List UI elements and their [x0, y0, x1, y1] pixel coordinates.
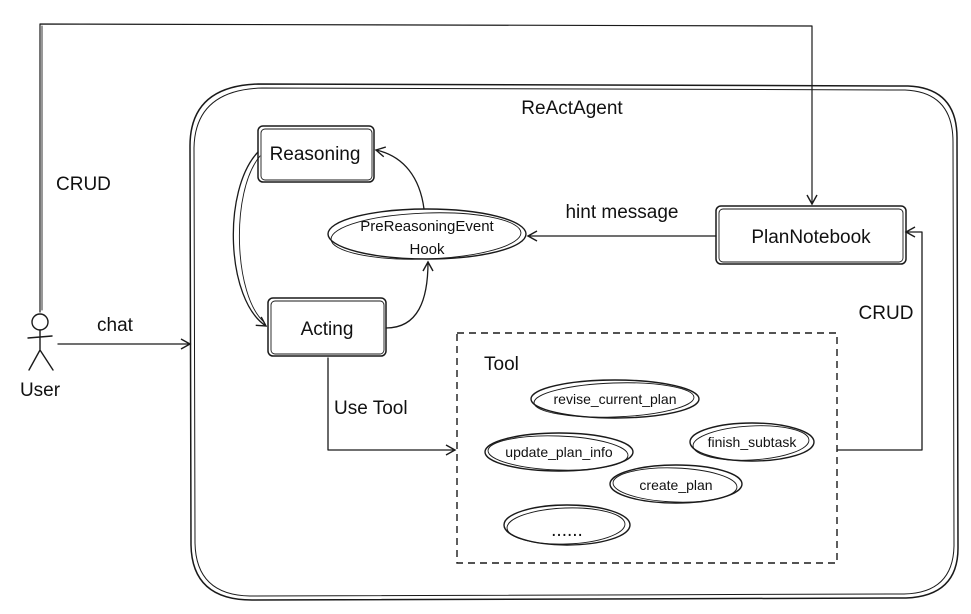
tool-update-plan-info: update_plan_info	[484, 432, 634, 472]
acting-node	[267, 297, 387, 357]
tool-label: finish_subtask	[708, 434, 798, 450]
tool-more: ......	[503, 504, 631, 546]
tool-group-label: Tool	[484, 354, 519, 375]
edge-use-tool	[327, 357, 457, 456]
tool-create-plan: create_plan	[609, 464, 743, 504]
tool-label: create_plan	[639, 477, 712, 493]
tool-label: update_plan_info	[505, 444, 613, 460]
chat-label: chat	[97, 315, 134, 336]
hint-message-label: hint message	[565, 202, 678, 223]
user-icon	[27, 313, 54, 371]
acting-label: Acting	[301, 319, 354, 340]
edge-acting-to-hook	[385, 260, 434, 329]
hook-label-line1: PreReasoningEvent	[360, 218, 494, 235]
agent-title: ReActAgent	[521, 98, 623, 119]
hook-label-line2: Hook	[409, 241, 445, 258]
crud-label-right: CRUD	[859, 303, 914, 324]
tool-group	[456, 332, 838, 564]
plan-notebook-label: PlanNotebook	[751, 227, 871, 248]
tool-label: revise_current_plan	[554, 391, 677, 407]
edge-hook-to-reasoning	[374, 146, 425, 210]
react-agent-container	[189, 83, 959, 601]
edge-user-crud-notebook	[39, 23, 818, 313]
edge-reasoning-to-acting	[232, 151, 268, 327]
tool-label: ......	[551, 520, 583, 541]
reasoning-label: Reasoning	[270, 144, 361, 165]
use-tool-label: Use Tool	[334, 398, 408, 419]
tool-finish-subtask: finish_subtask	[689, 422, 815, 462]
edge-tool-crud-notebook	[836, 226, 923, 451]
user-label: User	[20, 380, 61, 401]
reasoning-node	[257, 125, 375, 183]
crud-label-top: CRUD	[56, 174, 111, 195]
tool-revise-current-plan: revise_current_plan	[530, 379, 700, 419]
pre-reasoning-hook-node	[327, 208, 527, 260]
